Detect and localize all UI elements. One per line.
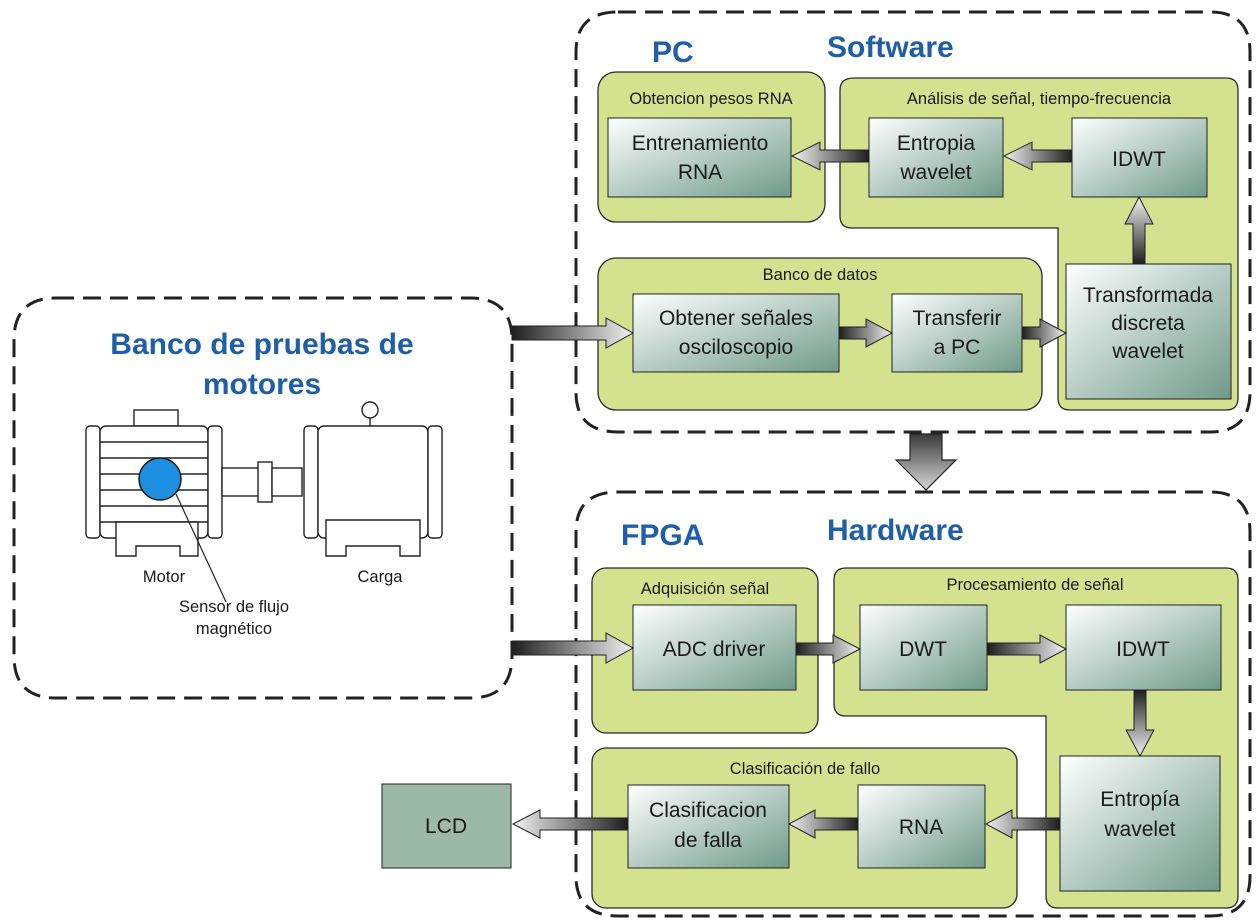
arrow-testbench-to-adc (511, 632, 635, 664)
lcd-box (381, 783, 512, 869)
dwt-hw-label: DWT (899, 638, 947, 661)
obtain-signals-box (632, 293, 840, 373)
testbench-title-line1: Banco de pruebas de (110, 328, 413, 361)
lcd-label: LCD (425, 815, 467, 838)
idwt-sw-label: IDWT (1112, 148, 1166, 171)
transfer-pc-box (891, 293, 1023, 373)
obtain-signals-line1: Obtener señales (659, 307, 813, 330)
arrow-entropy-to-rna (984, 809, 1061, 839)
entropy-wavelet-sw-line1: Entropia (897, 132, 976, 155)
arrow-transfer-to-transform (1021, 318, 1068, 348)
acquisition-group-title: Adquisición señal (641, 580, 769, 598)
arrow-adc-to-dwt (795, 634, 862, 664)
dwt-transform-line3: wavelet (1111, 340, 1183, 363)
arrow-entropy-to-training (790, 141, 870, 171)
dwt-hw-box (859, 604, 988, 691)
hardware-title: Hardware (827, 514, 964, 547)
arrow-idwt-to-entropy (1002, 141, 1073, 171)
training-rna-line1: Entrenamiento (632, 132, 769, 155)
software-title: Software (827, 31, 954, 64)
hardware-region (574, 490, 1252, 918)
arrow-obtain-to-transfer (838, 318, 894, 348)
arrow-testbench-to-obtain (511, 317, 635, 349)
classify-fault-line2: de falla (674, 829, 742, 852)
testbench-title-line2: motores (203, 368, 321, 401)
idwt-hw-label: IDWT (1116, 638, 1170, 661)
analysis-group-title: Análisis de señal, tiempo-frecuencia (907, 90, 1172, 108)
pc-label: PC (652, 36, 694, 69)
databank-group-title: Banco de datos (763, 266, 878, 284)
transfer-pc-line2: a PC (934, 336, 981, 359)
sensor-label-line2: magnético (196, 620, 272, 638)
software-region (574, 10, 1252, 434)
motor-label: Motor (143, 568, 186, 586)
classify-fault-line1: Clasificacion (649, 799, 767, 822)
transfer-pc-line1: Transferir (912, 307, 1001, 330)
testbench-region (12, 296, 514, 700)
arrow-idwt-to-entropy-hw (1125, 689, 1155, 758)
magnetic-flux-sensor-icon (138, 457, 182, 501)
processing-group-title: Procesamiento de señal (946, 576, 1123, 594)
idwt-hw-box (1065, 604, 1222, 691)
entropy-wavelet-hw-line2: wavelet (1103, 818, 1175, 841)
adc-driver-label: ADC driver (663, 638, 766, 661)
training-rna-line2: RNA (678, 161, 722, 184)
arrow-dwt-to-idwt (986, 634, 1068, 664)
classification-group-title: Clasificación de fallo (730, 760, 880, 778)
training-rna-box (607, 117, 792, 198)
dwt-transform-line1: Transformada (1083, 284, 1213, 307)
weights-group-title: Obtencion pesos RNA (629, 90, 792, 108)
entropy-wavelet-sw-line2: wavelet (899, 161, 971, 184)
adc-driver-box (632, 604, 797, 691)
dwt-transform-box (1065, 263, 1232, 400)
entropy-wavelet-hw-box (1059, 755, 1221, 892)
arrow-rna-to-classify (787, 809, 859, 839)
motor-drawing (85, 401, 443, 603)
arrow-transform-to-idwt (1124, 195, 1154, 265)
arrow-classify-to-lcd (511, 809, 629, 839)
fpga-label: FPGA (621, 519, 704, 552)
sensor-label-line1: Sensor de flujo (179, 598, 289, 616)
dwt-transform-line2: discreta (1111, 312, 1185, 335)
load-label: Carga (358, 568, 404, 586)
rna-hw-label: RNA (899, 816, 943, 839)
idwt-sw-box (1071, 117, 1208, 198)
classify-fault-box (627, 784, 790, 869)
entropy-wavelet-sw-box (868, 117, 1004, 198)
arrow-software-to-hardware (894, 433, 958, 491)
entropy-wavelet-hw-line1: Entropía (1100, 788, 1180, 811)
obtain-signals-line2: osciloscopio (679, 336, 793, 359)
